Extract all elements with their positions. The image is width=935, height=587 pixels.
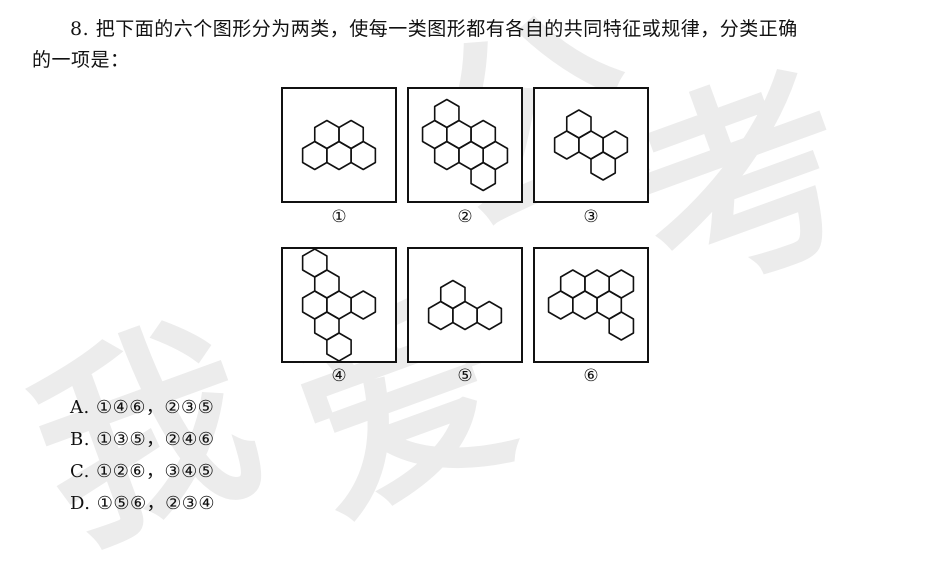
- option-text: ①⑤⑥，②③④: [96, 493, 216, 514]
- figure-label-4: ④: [331, 366, 347, 386]
- figure-4: [281, 247, 397, 363]
- hexagon: [584, 269, 610, 299]
- figure-label-2: ②: [457, 207, 473, 227]
- hexagon: [326, 332, 352, 361]
- figure-label-1: ①: [331, 207, 347, 227]
- figure-3: [533, 87, 649, 203]
- option-d[interactable]: D. ①⑤⑥，②③④: [70, 488, 215, 520]
- figure-6: [533, 247, 649, 363]
- hexagon: [301, 249, 328, 278]
- hexagon: [439, 279, 466, 310]
- figure-label-6: ⑥: [583, 366, 599, 386]
- question-number: 8.: [70, 18, 90, 40]
- option-c[interactable]: C. ①②⑥，③④⑤: [70, 456, 215, 488]
- option-a[interactable]: A. ①④⑥，②③⑤: [70, 392, 215, 424]
- hexagon: [433, 140, 460, 171]
- hexagon: [565, 109, 592, 139]
- hexagon-cluster-6: [547, 269, 635, 341]
- hexagon: [559, 269, 586, 299]
- option-letter: B.: [70, 429, 90, 450]
- figure-1: [281, 87, 397, 203]
- watermark-char-4: 考: [603, 32, 886, 337]
- option-letter: C.: [70, 461, 90, 482]
- hexagon: [608, 269, 635, 299]
- hexagon-cluster-2: [421, 98, 509, 192]
- figure-label-5: ⑤: [457, 366, 473, 386]
- option-text: ①③⑤，②④⑥: [96, 429, 215, 450]
- question-text-1: 把下面的六个图形分为两类，使每一类图形都有各自的共同特征或规律，分类正确: [95, 18, 798, 40]
- hexagon: [590, 151, 617, 181]
- figure-label-3: ③: [583, 207, 599, 227]
- hexagon-cluster-5: [427, 279, 503, 331]
- hexagon-cluster-4: [301, 249, 377, 361]
- question-line-2: 的一项是：: [32, 49, 130, 71]
- question-block: 8. 把下面的六个图形分为两类，使每一类图形都有各自的共同特征或规律，分类正确 …: [32, 14, 892, 76]
- option-text: ①④⑥，②③⑤: [95, 397, 215, 418]
- hexagon-cluster-3: [553, 109, 629, 181]
- hexagon: [350, 140, 377, 171]
- hexagon: [313, 119, 340, 150]
- option-text: ①②⑥，③④⑤: [96, 461, 215, 482]
- option-b[interactable]: B. ①③⑤，②④⑥: [70, 424, 215, 456]
- hexagon-cluster-1: [301, 119, 377, 171]
- hexagon: [350, 290, 377, 320]
- hexagon: [608, 311, 635, 341]
- figure-2: [407, 87, 523, 203]
- answer-options: A. ①④⑥，②③⑤ B. ①③⑤，②④⑥ C. ①②⑥，③④⑤ D. ①⑤⑥，…: [70, 392, 215, 520]
- option-letter: A.: [70, 397, 90, 418]
- figure-5: [407, 247, 523, 363]
- hexagon: [470, 161, 497, 192]
- hexagon: [433, 98, 460, 129]
- question-line-1: 8. 把下面的六个图形分为两类，使每一类图形都有各自的共同特征或规律，分类正确: [32, 14, 892, 45]
- option-letter: D.: [70, 493, 91, 514]
- hexagon: [476, 300, 503, 331]
